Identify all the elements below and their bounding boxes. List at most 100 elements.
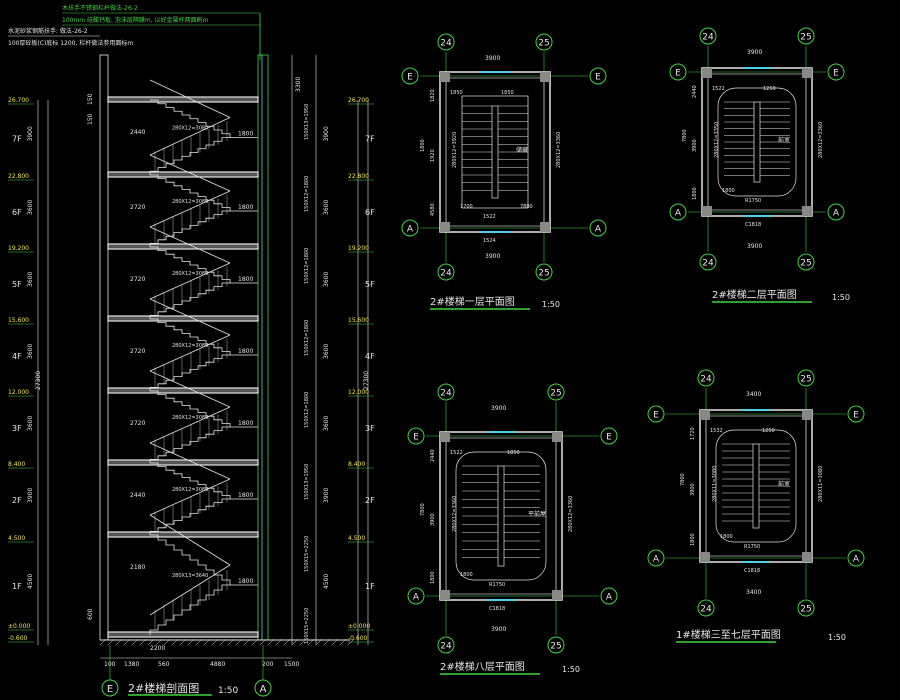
elevation-label-left: -0.600 [8, 635, 28, 642]
axis-bubble [847, 405, 865, 423]
axis-bubble-label: A [833, 209, 840, 219]
column [552, 590, 562, 600]
axis-bubble-label: E [606, 433, 612, 443]
note-line: 100mm 硅酸钙板, 泡沫层隔膜m, 以好金属杆两面刷m [62, 16, 209, 24]
stair-flight [150, 318, 231, 355]
floor-label-right: 1F [365, 582, 375, 591]
elevation-label-right: 4.500 [348, 535, 365, 542]
step-dim: 280X12=3080 [172, 415, 208, 421]
column [802, 206, 812, 216]
floor-slab [107, 243, 259, 250]
plan-overall-dim: 1800 [420, 139, 426, 152]
stair-well [491, 105, 499, 199]
column [540, 222, 550, 232]
section-title: 2#楼梯剖面图 [128, 681, 199, 695]
axis-bubble [697, 599, 715, 617]
railing [149, 154, 231, 192]
plan-width-dim: 3900 [747, 243, 762, 250]
top-dim: 150 [87, 113, 94, 125]
bottom-dim: 560 [158, 661, 170, 668]
axis-bubble [600, 427, 618, 445]
step-dim: 280X12=3080 [172, 343, 208, 349]
floor-height-right: 3600 [323, 200, 330, 215]
stair-flight [150, 174, 231, 211]
landing-dim: 2720 [130, 276, 145, 283]
step-dim: 280X12=3080 [172, 271, 208, 277]
floor-height-left: 3900 [27, 488, 34, 503]
stair-flight [149, 584, 230, 635]
column [540, 72, 550, 82]
ground-hatch [147, 638, 155, 646]
bottom-extra: 600 [87, 608, 94, 620]
note-line: 100厚砼板(C)底标 1200, 栏杆做法参用面标m [8, 39, 133, 47]
railing [149, 514, 231, 566]
landing-dim: 1800 [238, 420, 253, 427]
railing [149, 117, 231, 156]
bottom-extra: 2200 [150, 645, 165, 652]
stair-flight [149, 498, 230, 535]
section-scale: 1:50 [218, 686, 238, 696]
ground-hatch [267, 638, 275, 646]
room-label: 前室 [778, 480, 790, 488]
step-dim: 280X12=3080 [172, 199, 208, 205]
plan-mark: 1800 [722, 188, 735, 194]
ground-hatch [283, 638, 291, 646]
ground-hatch [315, 638, 323, 646]
riser-dim: 150X12=1800 [304, 248, 310, 284]
circular-railing [717, 87, 797, 197]
floor-label-left: 4F [12, 352, 22, 361]
landing-dim: 1800 [238, 131, 253, 138]
top-dim: 3300 [295, 77, 302, 92]
column [440, 222, 450, 232]
floor-slab [107, 171, 259, 178]
floor-height-left: 3900 [27, 126, 34, 141]
step-dim: 280X12=3080 [172, 126, 208, 132]
axis-bubble-label: 24 [700, 375, 712, 385]
stair-flight [150, 246, 231, 283]
ground-hatch [275, 638, 283, 646]
railing [149, 298, 231, 336]
ground-hatch [171, 638, 179, 646]
axis-bubble-label: 24 [440, 39, 452, 49]
axis-bubble-label: A [653, 555, 660, 565]
railing [149, 79, 231, 118]
bottom-dim: 4880 [210, 661, 225, 668]
floor-height-left: 4500 [27, 574, 34, 589]
ground-hatch [219, 638, 227, 646]
plan-side-dim: 3900 [690, 483, 696, 496]
plan-title: 2#楼梯八层平面图 [440, 660, 525, 673]
stair-flight [149, 210, 230, 247]
ground-hatch [307, 638, 315, 646]
plan-width-dim: 3900 [485, 253, 500, 260]
axis-bubble [407, 427, 425, 445]
floor-height-left: 3600 [27, 200, 34, 215]
axis-bubble [647, 549, 665, 567]
floor-label-right: 4F [365, 352, 375, 361]
plan-step-dim: 280X12=3360 [568, 496, 574, 532]
landing-dim: 1800 [238, 348, 253, 355]
railing [149, 564, 231, 616]
axis-bubble [827, 203, 845, 221]
riser-dim: 150X15=2250 [304, 536, 310, 572]
column [440, 590, 450, 600]
axis-bubble-label: E [653, 411, 659, 421]
ground-hatch [155, 638, 163, 646]
riser-dim: 150X12=1800 [304, 392, 310, 428]
plan-mark: 1800 [460, 572, 473, 578]
landing-dim: 1800 [238, 578, 253, 585]
ground-hatch [123, 638, 131, 646]
landing-dim: 2440 [130, 129, 145, 136]
axis-bubble-label: A [853, 555, 860, 565]
elevation-label-right: 26.700 [348, 97, 369, 104]
floor-label-right: 2F [365, 496, 375, 505]
axis-bubble-label: 24 [700, 605, 712, 615]
floor-label-left: 3F [12, 424, 22, 433]
plan-overall-dim: 7800 [420, 503, 426, 516]
axis-bubble-label: 25 [550, 389, 561, 399]
floor-label-left: 2F [12, 496, 22, 505]
axis-bubble [699, 253, 717, 271]
riser-dim: 150X15=2250 [304, 608, 310, 644]
axis-bubble-E: E [107, 684, 113, 695]
